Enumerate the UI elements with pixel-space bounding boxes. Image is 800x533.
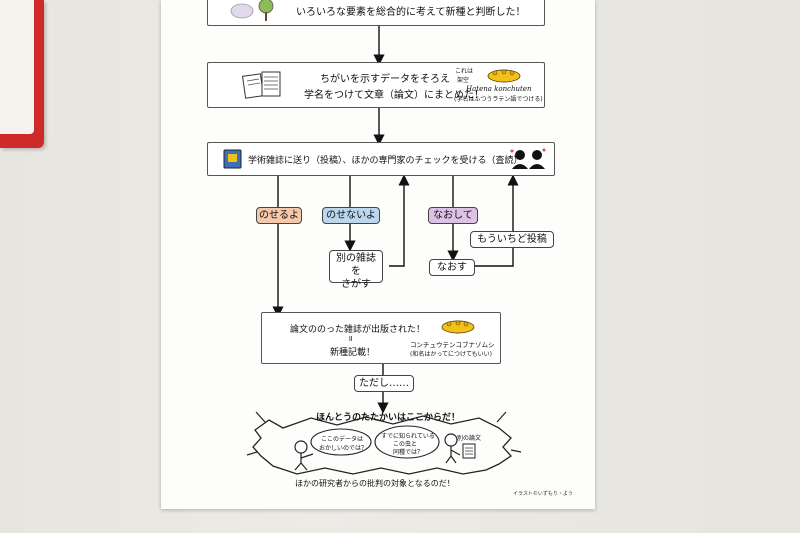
japanese-name-note: (和名はかってにつけてもいい) bbox=[410, 351, 492, 358]
person-left bbox=[294, 440, 314, 471]
paper-line2: 学名をつけて文章（論文）にまとめた！ bbox=[304, 90, 484, 101]
step-other-journal-line1: 別の雑誌を bbox=[336, 253, 376, 277]
bubble-middle bbox=[374, 425, 440, 459]
bottom-text: ほかの研究者からの批判の対象となるのだ！ bbox=[295, 479, 455, 488]
bubble-middle-line2: この虫と bbox=[393, 441, 418, 448]
box-review: 学術雑誌に送り（投稿）、ほかの専門家のチェックを受ける（査読） bbox=[207, 142, 555, 176]
box-new-species-judgment: いろいろな要素を総合的に考えて新種と判断した！ bbox=[207, 0, 545, 26]
bubble-left-line1: ここのデータは bbox=[321, 436, 364, 443]
person-right bbox=[444, 433, 461, 464]
weevil-icon-bottom bbox=[441, 320, 475, 334]
bug-and-plant-icon bbox=[230, 0, 274, 21]
latin-name: Hatena konchuten bbox=[466, 85, 532, 93]
flow-arrows bbox=[246, 26, 522, 475]
red-frame bbox=[0, 0, 44, 148]
tag-accept: のせるよ bbox=[256, 207, 302, 224]
weevil-icon-top bbox=[487, 69, 521, 83]
other-paper-label: 別の論文 bbox=[457, 435, 482, 442]
reviewers-icon bbox=[510, 148, 546, 169]
published-line2: 新種記載！ bbox=[330, 348, 376, 358]
arrow-resubmit-other bbox=[389, 174, 410, 267]
latin-note: (学名はふつうラテン語でつける) bbox=[454, 96, 543, 103]
step-other-journal-line2: さがす bbox=[341, 279, 371, 290]
poster: いろいろな要素を総合的に考えて新種と判断した！ ちがいを示すデータをそろえ 学名… bbox=[161, 0, 595, 509]
fictional-note2: 架空 bbox=[457, 77, 470, 84]
illustration-credit: イラスト©いずもり・よう bbox=[513, 491, 573, 497]
bubble-middle-line1: すでに知られている bbox=[381, 433, 435, 440]
step-fix: なおす bbox=[429, 259, 475, 276]
step-other-journal: 別の雑誌を さがす bbox=[329, 250, 383, 290]
bubble-middle-line3: 同種では？ bbox=[393, 449, 424, 456]
paper-line1: ちがいを示すデータをそろえ bbox=[320, 74, 450, 85]
arrow-resubmit bbox=[473, 174, 519, 267]
box-paper: ちがいを示すデータをそろえ 学名をつけて文章（論文）にまとめた！ これは 架空 … bbox=[207, 62, 545, 108]
published-line1: 論文ののった雑誌が出版された！ bbox=[290, 325, 426, 335]
however-box: ただし…… bbox=[354, 375, 414, 392]
documents-icon bbox=[242, 71, 281, 99]
box-published: 論文ののった雑誌が出版された！ ॥ 新種記載！ コンチュウテンコブナゾムシ (和… bbox=[261, 312, 501, 364]
headline: ほんとうのたたかいはここからだ！ bbox=[316, 413, 461, 423]
bubble-left bbox=[310, 428, 372, 456]
red-frame-inner bbox=[0, 0, 34, 134]
bubble-left-line2: おかしいのでは？ bbox=[319, 445, 368, 452]
journal-icon bbox=[223, 149, 242, 169]
tag-revise: なおして bbox=[428, 207, 478, 224]
tag-reject: のせないよ bbox=[322, 207, 380, 224]
fictional-note1: これは bbox=[455, 68, 474, 75]
japanese-name: コンチュウテンコブナゾムシ bbox=[410, 341, 495, 349]
box-top-text: いろいろな要素を総合的に考えて新種と判断した！ bbox=[296, 7, 526, 18]
burst-shape bbox=[252, 415, 512, 475]
step-resubmit: もういちど投稿 bbox=[470, 231, 554, 248]
published-equals: ॥ bbox=[348, 334, 353, 343]
review-text: 学術雑誌に送り（投稿）、ほかの専門家のチェックを受ける（査読） bbox=[248, 156, 523, 166]
